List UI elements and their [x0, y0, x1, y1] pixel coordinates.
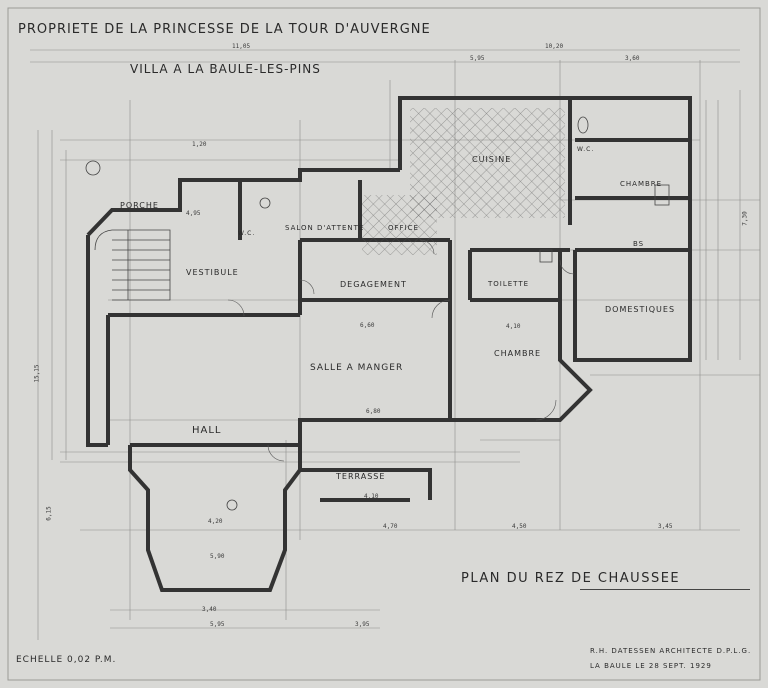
place-date: LA BAULE LE 28 SEPT. 1929	[590, 662, 712, 670]
room-office: OFFICE	[388, 224, 419, 232]
room-hall: HALL	[192, 425, 222, 436]
dim-terrace-width: 4,10	[364, 493, 379, 500]
dim-dining-depth: 6,80	[366, 408, 381, 415]
plan-title: PLAN DU REZ DE CHAUSSEE	[461, 571, 681, 586]
dim-hall-depth: 4,20	[208, 518, 223, 525]
room-wc-entry: W.C.	[238, 230, 256, 237]
door-swings	[227, 239, 575, 462]
dim-salon-width: 1,20	[192, 141, 207, 148]
room-porche: PORCHE	[120, 201, 159, 210]
room-salon-attente: SALON D'ATTENTE	[285, 224, 365, 232]
staircase	[94, 229, 171, 301]
room-toilette: TOILETTE	[488, 280, 530, 288]
room-wc-service: W.C.	[577, 146, 595, 153]
room-salle-a-manger: SALLE A MANGER	[310, 363, 404, 373]
dim-servants-span: 3,60	[625, 55, 640, 62]
dim-bottom-mid: 3,95	[355, 621, 370, 628]
room-terrasse: TERRASSE	[336, 472, 386, 481]
sheet-border	[7, 7, 761, 681]
villa-title: VILLA A LA BAULE-LES-PINS	[130, 62, 321, 76]
room-vestibule: VESTIBULE	[186, 268, 239, 277]
room-cuisine: CUISINE	[472, 155, 512, 164]
room-chambre: CHAMBRE	[494, 349, 542, 358]
room-degagement: DEGAGEMENT	[340, 280, 407, 289]
plan-title-underline	[580, 589, 750, 591]
fixtures	[85, 116, 670, 511]
office-tile-floor	[362, 195, 437, 255]
scale-note: ECHELLE 0,02 P.M.	[16, 655, 117, 665]
dim-kitchen-span: 5,95	[470, 55, 485, 62]
dim-right-height: 7,30	[741, 211, 749, 226]
dim-bottom-right-c: 3,45	[658, 523, 673, 530]
architect-signature: R.H. DATESSEN ARCHITECTE D.P.L.G.	[590, 647, 752, 655]
dim-bay-width: 3,40	[202, 606, 217, 613]
walls	[86, 96, 692, 592]
dim-left-lower: 6,15	[45, 506, 53, 521]
dim-salle-width: 6,60	[360, 322, 375, 329]
room-bains: BS	[633, 240, 645, 248]
dim-chambre-width: 4,10	[506, 323, 521, 330]
dim-bottom-right-a: 4,70	[383, 523, 398, 530]
dim-porch-width: 4,95	[186, 210, 201, 217]
owner-title: PROPRIETE DE LA PRINCESSE DE LA TOUR D'A…	[18, 22, 431, 37]
dim-overall-right: 10,20	[545, 43, 564, 50]
room-chambre-service: CHAMBRE	[620, 180, 663, 188]
dim-bottom-right-b: 4,50	[512, 523, 527, 530]
dim-left-height: 15,15	[33, 364, 41, 383]
dim-overall-left: 11,05	[232, 43, 251, 50]
dim-bottom-left: 5,95	[210, 621, 225, 628]
room-domestiques: DOMESTIQUES	[605, 305, 676, 314]
dim-hall-width: 5,90	[210, 553, 225, 560]
